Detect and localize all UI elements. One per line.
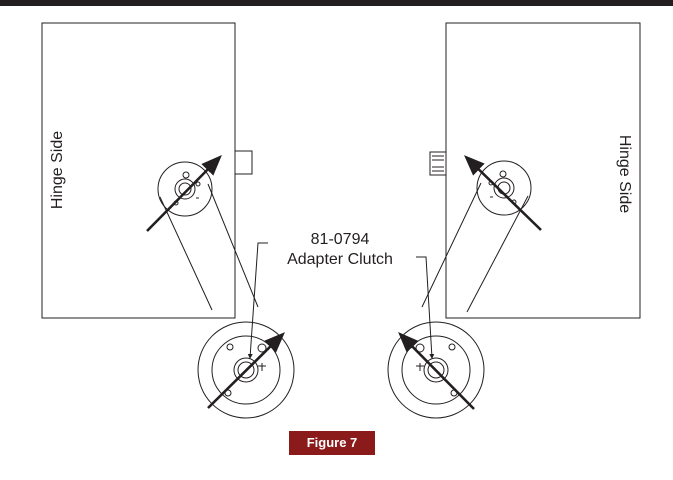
adapter-clutch-callout: 81-0794 Adapter Clutch bbox=[270, 230, 410, 270]
left-door-clutch bbox=[157, 161, 213, 217]
left-door bbox=[41, 22, 295, 419]
arrow-icon bbox=[464, 155, 542, 231]
top-bar bbox=[0, 0, 673, 6]
arrow-icon bbox=[207, 332, 285, 409]
arrow-icon bbox=[146, 155, 222, 232]
left-latch bbox=[234, 150, 253, 175]
part-number: 81-0794 bbox=[310, 231, 370, 248]
right-door-panel bbox=[445, 22, 641, 319]
right-hinge-side-label: Hinge Side bbox=[616, 134, 633, 214]
arrow-icon bbox=[398, 332, 475, 410]
right-detail-clutch bbox=[387, 321, 485, 419]
figure-label: Figure 7 bbox=[289, 431, 375, 455]
arrow-icon bbox=[146, 155, 542, 410]
left-detail-clutch bbox=[197, 321, 295, 419]
left-hinge-side-label: Hinge Side bbox=[49, 130, 66, 210]
right-latch bbox=[429, 151, 447, 176]
callout-leaders bbox=[247, 242, 435, 359]
part-name: Adapter Clutch bbox=[287, 251, 393, 268]
